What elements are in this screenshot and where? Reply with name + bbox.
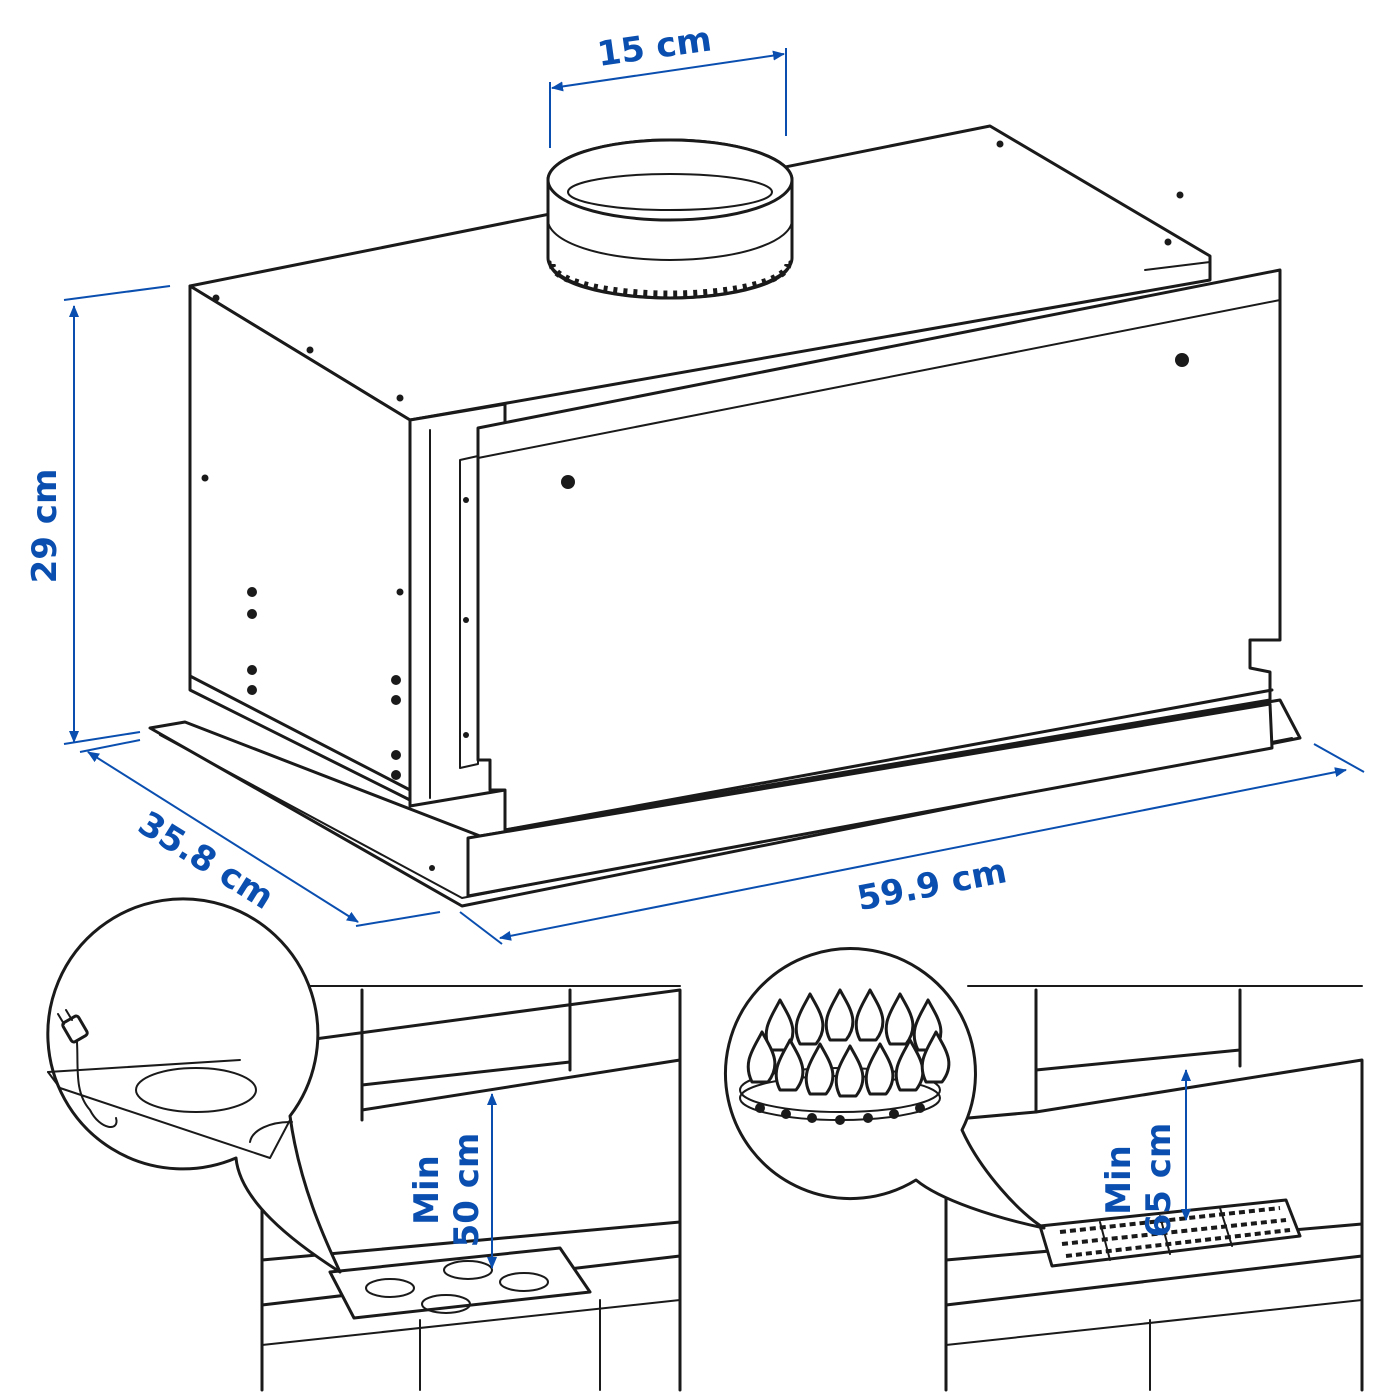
gas-clearance-line1: Min <box>1099 1145 1139 1215</box>
hood-underside-detail <box>47 1059 293 1159</box>
electric-hob-icon <box>328 1246 592 1320</box>
cooker-hood-unit <box>148 124 1302 908</box>
dimension-duct: 15 cm <box>549 19 787 148</box>
width-label: 59.9 cm <box>854 851 1010 919</box>
power-plug-icon <box>57 1009 118 1128</box>
dimension-height: 29 cm <box>25 285 171 745</box>
gas-burner-flame-icon <box>739 988 951 1125</box>
gas-hob-clearance-scene: Min 65 cm <box>724 947 1364 1392</box>
duct-collar <box>546 138 794 300</box>
height-label: 29 cm <box>25 469 65 584</box>
electric-clearance-line2: 50 cm <box>447 1133 487 1248</box>
electric-clearance-line1: Min <box>407 1155 447 1225</box>
gas-hob-icon <box>1038 1198 1302 1268</box>
gas-clearance-line2: 65 cm <box>1139 1123 1179 1238</box>
electric-hob-clearance-scene: Min 50 cm <box>46 897 682 1392</box>
